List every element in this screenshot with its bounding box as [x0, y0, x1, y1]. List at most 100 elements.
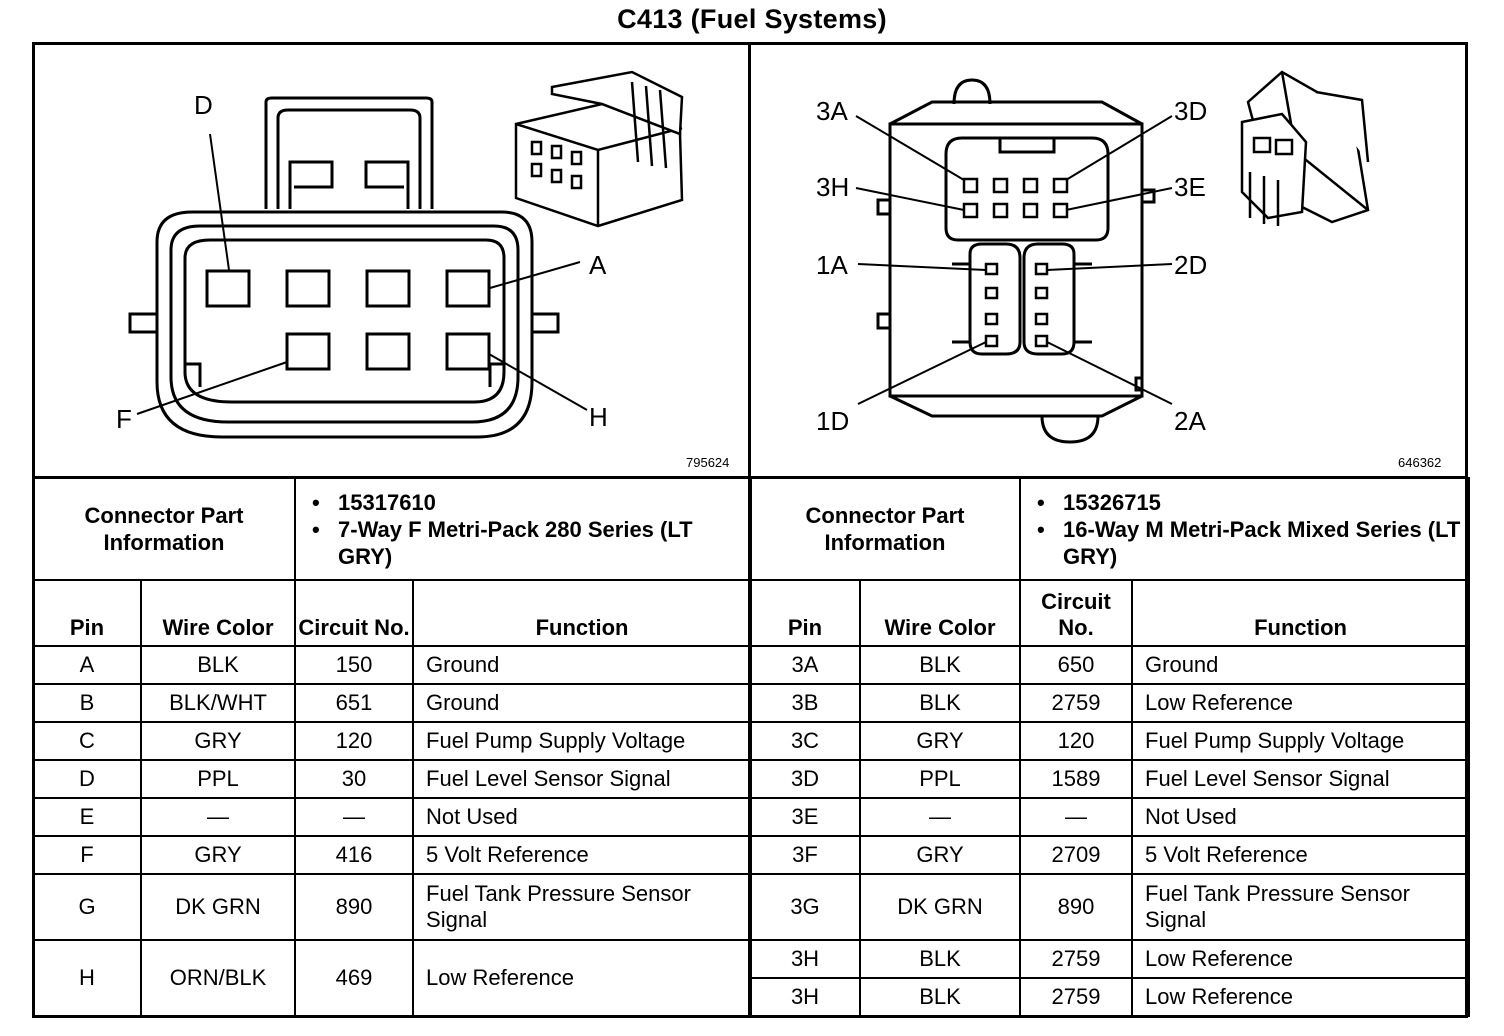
- header-circuit: Circuit No.: [1019, 579, 1134, 647]
- connector-drawings: D A F H 795624: [116, 70, 1441, 470]
- circuit-cell: 150: [294, 645, 415, 685]
- function-cell: Fuel Level Sensor Signal: [1131, 759, 1471, 799]
- pin-cell: 3F: [749, 835, 861, 875]
- page-title: C413 (Fuel Systems): [617, 4, 887, 34]
- pin-label-3e: 3E: [1174, 172, 1206, 202]
- table-row: 3B BLK 2759 Low Reference: [749, 683, 1471, 723]
- function-cell: Not Used: [1131, 797, 1471, 837]
- right-part-description: 16-Way M Metri-Pack Mixed Series (LT GRY…: [1037, 516, 1468, 570]
- table-row: G DK GRN 890 Fuel Tank Pressure Sensor S…: [32, 873, 753, 941]
- table-row: C GRY 120 Fuel Pump Supply Voltage: [32, 721, 753, 761]
- function-cell: Fuel Tank Pressure Sensor Signal: [412, 873, 753, 941]
- table-row: 3E — — Not Used: [749, 797, 1471, 837]
- right-info-label: Connector Part Information: [748, 477, 1022, 581]
- left-pin-table: Connector Part Information 15317610 7-Wa…: [31, 477, 753, 1017]
- pin-label-2d: 2D: [1174, 250, 1207, 280]
- header-function: Function: [1131, 579, 1471, 647]
- wire-cell: BLK: [858, 939, 1022, 979]
- wire-cell: ORN/BLK: [139, 939, 297, 1017]
- circuit-cell: 2759: [1019, 683, 1134, 723]
- pin-label-3h: 3H: [816, 172, 849, 202]
- wire-cell: BLK: [858, 645, 1022, 685]
- circuit-cell: 2709: [1019, 835, 1134, 875]
- circuit-cell: 651: [294, 683, 415, 723]
- pin-label-3d: 3D: [1174, 96, 1207, 126]
- right-drawing-code: 646362: [1398, 455, 1441, 470]
- pin-cell: G: [32, 873, 142, 941]
- function-cell: Low Reference: [1131, 977, 1471, 1017]
- function-cell: Low Reference: [412, 939, 753, 1017]
- right-part-info: 15326715 16-Way M Metri-Pack Mixed Serie…: [1019, 477, 1471, 581]
- circuit-cell: 890: [1019, 873, 1134, 941]
- right-connector-iso-view: [1240, 70, 1370, 226]
- wire-cell: BLK: [139, 645, 297, 685]
- right-header-row: Pin Wire Color Circuit No. Function: [749, 579, 1471, 647]
- table-row: D PPL 30 Fuel Level Sensor Signal: [32, 759, 753, 799]
- pin-label-d: D: [194, 90, 213, 120]
- pin-label-f: F: [116, 404, 132, 434]
- circuit-cell: 120: [1019, 721, 1134, 761]
- right-connector-leaders: [855, 115, 1173, 405]
- wire-cell: PPL: [858, 759, 1022, 799]
- pin-cell: 3A: [749, 645, 861, 685]
- table-row: F GRY 416 5 Volt Reference: [32, 835, 753, 875]
- table-row: A BLK 150 Ground: [32, 645, 753, 685]
- function-cell: Not Used: [412, 797, 753, 837]
- wire-cell: BLK/WHT: [139, 683, 297, 723]
- table-row: E — — Not Used: [32, 797, 753, 837]
- wire-cell: BLK: [858, 977, 1022, 1017]
- right-connector-cavities: [962, 177, 1069, 348]
- right-part-number: 15326715: [1037, 489, 1468, 516]
- pin-label-1d: 1D: [816, 406, 849, 436]
- table-row: H ORN/BLK 469 Low Reference: [32, 939, 753, 1017]
- table-row: 3H BLK 2759 Low Reference: [749, 939, 1471, 979]
- pin-cell: 3D: [749, 759, 861, 799]
- pin-label-3a: 3A: [816, 96, 848, 126]
- function-cell: 5 Volt Reference: [1131, 835, 1471, 875]
- pin-cell: 3H: [749, 977, 861, 1017]
- function-cell: Low Reference: [1131, 683, 1471, 723]
- function-cell: 5 Volt Reference: [412, 835, 753, 875]
- wire-cell: DK GRN: [139, 873, 297, 941]
- function-cell: Fuel Level Sensor Signal: [412, 759, 753, 799]
- pin-label-a: A: [589, 250, 607, 280]
- left-connector-cavities: [205, 269, 491, 371]
- header-wire-color: Wire Color: [139, 579, 297, 647]
- function-cell: Ground: [1131, 645, 1471, 685]
- header-pin: Pin: [749, 579, 861, 647]
- circuit-cell: 416: [294, 835, 415, 875]
- wire-cell: GRY: [858, 721, 1022, 761]
- left-connector-iso-view: [514, 70, 684, 228]
- function-cell: Low Reference: [1131, 939, 1471, 979]
- pin-cell: D: [32, 759, 142, 799]
- circuit-cell: 650: [1019, 645, 1134, 685]
- circuit-cell: 1589: [1019, 759, 1134, 799]
- pin-cell: 3G: [749, 873, 861, 941]
- circuit-cell: 890: [294, 873, 415, 941]
- circuit-cell: 2759: [1019, 977, 1134, 1017]
- table-row: 3F GRY 2709 5 Volt Reference: [749, 835, 1471, 875]
- circuit-cell: 2759: [1019, 939, 1134, 979]
- circuit-cell: 469: [294, 939, 415, 1017]
- function-cell: Fuel Tank Pressure Sensor Signal: [1131, 873, 1471, 941]
- table-row: 3A BLK 650 Ground: [749, 645, 1471, 685]
- pin-cell: 3H: [749, 939, 861, 979]
- circuit-cell: —: [294, 797, 415, 837]
- function-cell: Ground: [412, 645, 753, 685]
- pin-cell: A: [32, 645, 142, 685]
- left-part-number: 15317610: [312, 489, 750, 516]
- function-cell: Fuel Pump Supply Voltage: [1131, 721, 1471, 761]
- pin-label-1a: 1A: [816, 250, 848, 280]
- left-connector-leaders: [136, 133, 588, 415]
- header-wire-color: Wire Color: [858, 579, 1022, 647]
- left-part-info: 15317610 7-Way F Metri-Pack 280 Series (…: [294, 477, 753, 581]
- pin-label-h: H: [589, 402, 608, 432]
- table-row: 3C GRY 120 Fuel Pump Supply Voltage: [749, 721, 1471, 761]
- wire-cell: BLK: [858, 683, 1022, 723]
- pin-cell: 3C: [749, 721, 861, 761]
- right-pin-table: Connector Part Information 15326715 16-W…: [748, 477, 1471, 1017]
- header-circuit: Circuit No.: [294, 579, 415, 647]
- circuit-cell: —: [1019, 797, 1134, 837]
- wire-cell: DK GRN: [858, 873, 1022, 941]
- table-row: B BLK/WHT 651 Ground: [32, 683, 753, 723]
